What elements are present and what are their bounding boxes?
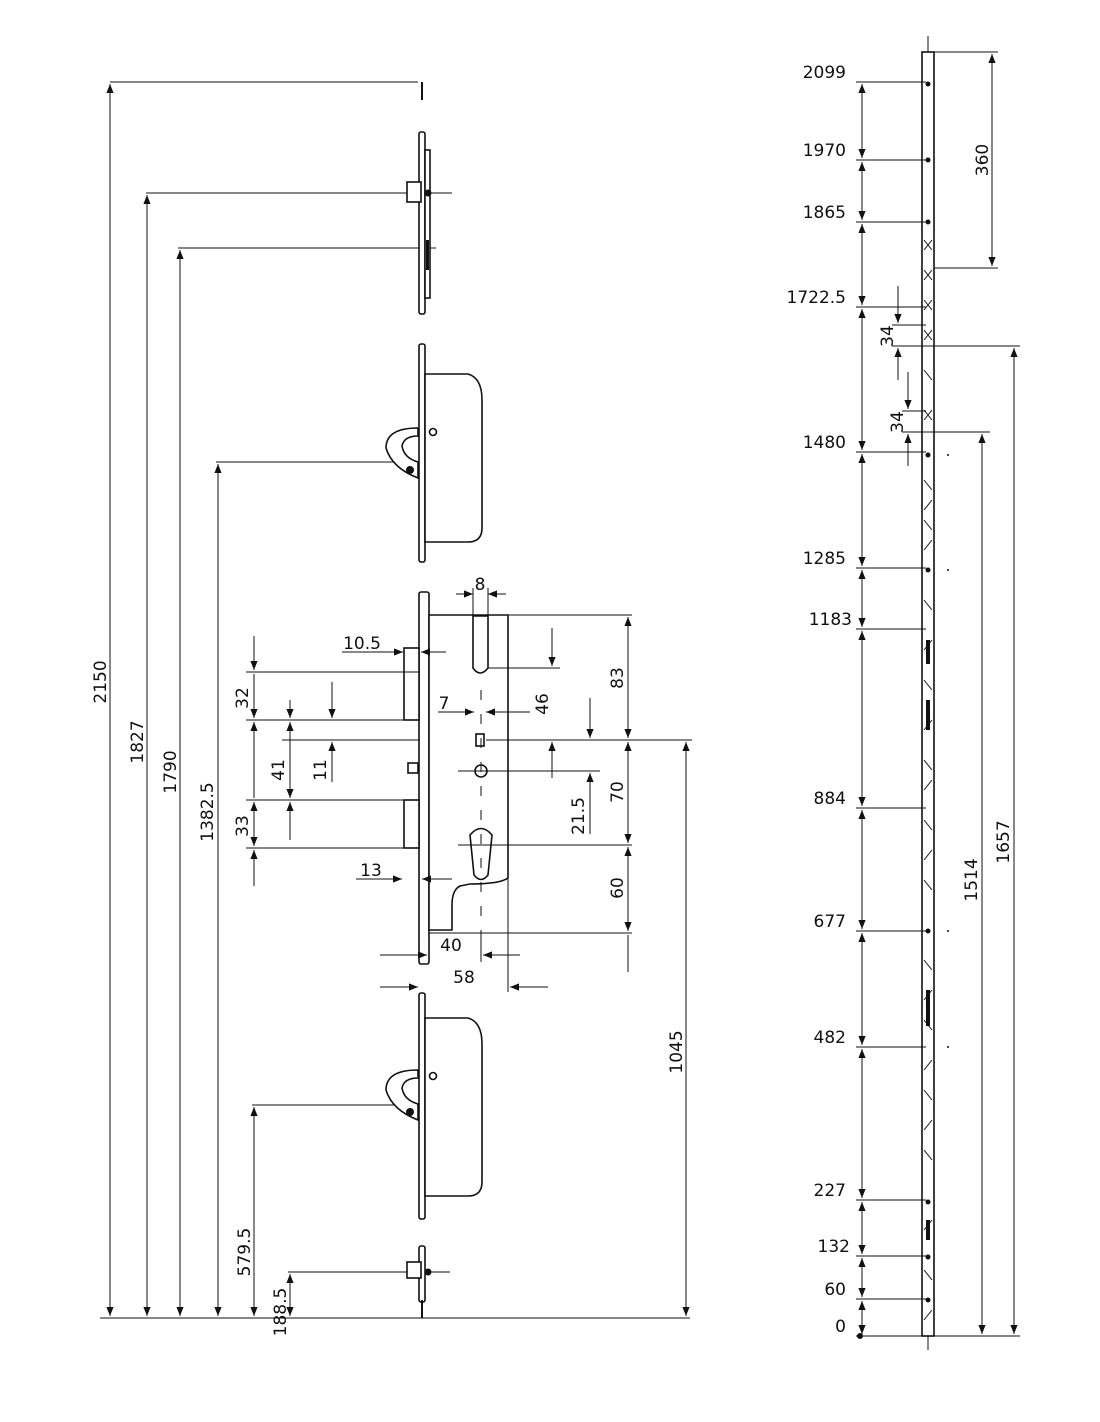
pos-132: 132	[818, 1237, 850, 1257]
label-33: 33	[233, 815, 253, 837]
label-21-5: 21.5	[569, 797, 589, 835]
label-13: 13	[360, 861, 382, 881]
label-40: 40	[440, 936, 462, 956]
pos-60: 60	[824, 1280, 846, 1300]
label-10-5: 10.5	[343, 634, 381, 654]
label-41: 41	[269, 759, 289, 781]
label-8: 8	[475, 575, 486, 595]
pos-2099: 2099	[803, 63, 846, 83]
label-34-lower: 34	[888, 411, 908, 433]
label-1514: 1514	[962, 858, 982, 901]
pos-677: 677	[814, 912, 846, 932]
faceplate-elevation	[921, 36, 935, 1350]
label-46: 46	[533, 693, 553, 715]
label-32: 32	[233, 687, 253, 709]
position-dimensions: 2099 1970 1865 1722.5 1480 1285 1183 884…	[787, 63, 926, 1339]
pos-1285: 1285	[803, 549, 846, 569]
label-579-5: 579.5	[235, 1228, 255, 1277]
label-1045: 1045	[667, 1030, 687, 1073]
label-1382-5: 1382.5	[198, 782, 218, 841]
pos-1865: 1865	[803, 203, 846, 223]
label-1657: 1657	[994, 820, 1014, 863]
strip-details	[923, 81, 933, 1321]
pos-1970: 1970	[803, 141, 846, 161]
label-58: 58	[453, 968, 475, 988]
pos-1183: 1183	[809, 610, 852, 630]
overall-dimensions: 2150 1827 1790 1382.5 579.5 188.5 1045	[91, 81, 692, 1337]
pos-1722-5: 1722.5	[787, 288, 846, 308]
pos-227: 227	[814, 1181, 846, 1201]
label-70: 70	[608, 781, 628, 803]
pos-1480: 1480	[803, 433, 846, 453]
faceplate-assembly	[385, 82, 509, 1318]
upper-hook-bolt	[385, 343, 483, 563]
label-34-upper: 34	[878, 325, 898, 347]
pos-0: 0	[835, 1317, 846, 1337]
label-1827: 1827	[128, 720, 148, 763]
label-83: 83	[608, 667, 628, 689]
pos-884: 884	[814, 789, 846, 809]
label-11: 11	[311, 759, 331, 781]
gear-box-dimensions: 8 10.5 7 13 32 33 41 11	[233, 575, 632, 992]
label-7: 7	[439, 694, 450, 714]
label-60-gearbox: 60	[608, 877, 628, 899]
pos-482: 482	[814, 1028, 846, 1048]
top-roller-keep	[406, 131, 432, 315]
label-2150: 2150	[91, 660, 111, 703]
lower-hook-bolt	[385, 992, 483, 1220]
label-1790: 1790	[161, 750, 181, 793]
label-188-5: 188.5	[271, 1288, 291, 1337]
bottom-roller-keep	[406, 1245, 432, 1303]
spacing-dimensions: 360 34 34 1514 1657	[878, 51, 1020, 1337]
gear-box	[403, 591, 509, 965]
label-360: 360	[973, 144, 993, 176]
